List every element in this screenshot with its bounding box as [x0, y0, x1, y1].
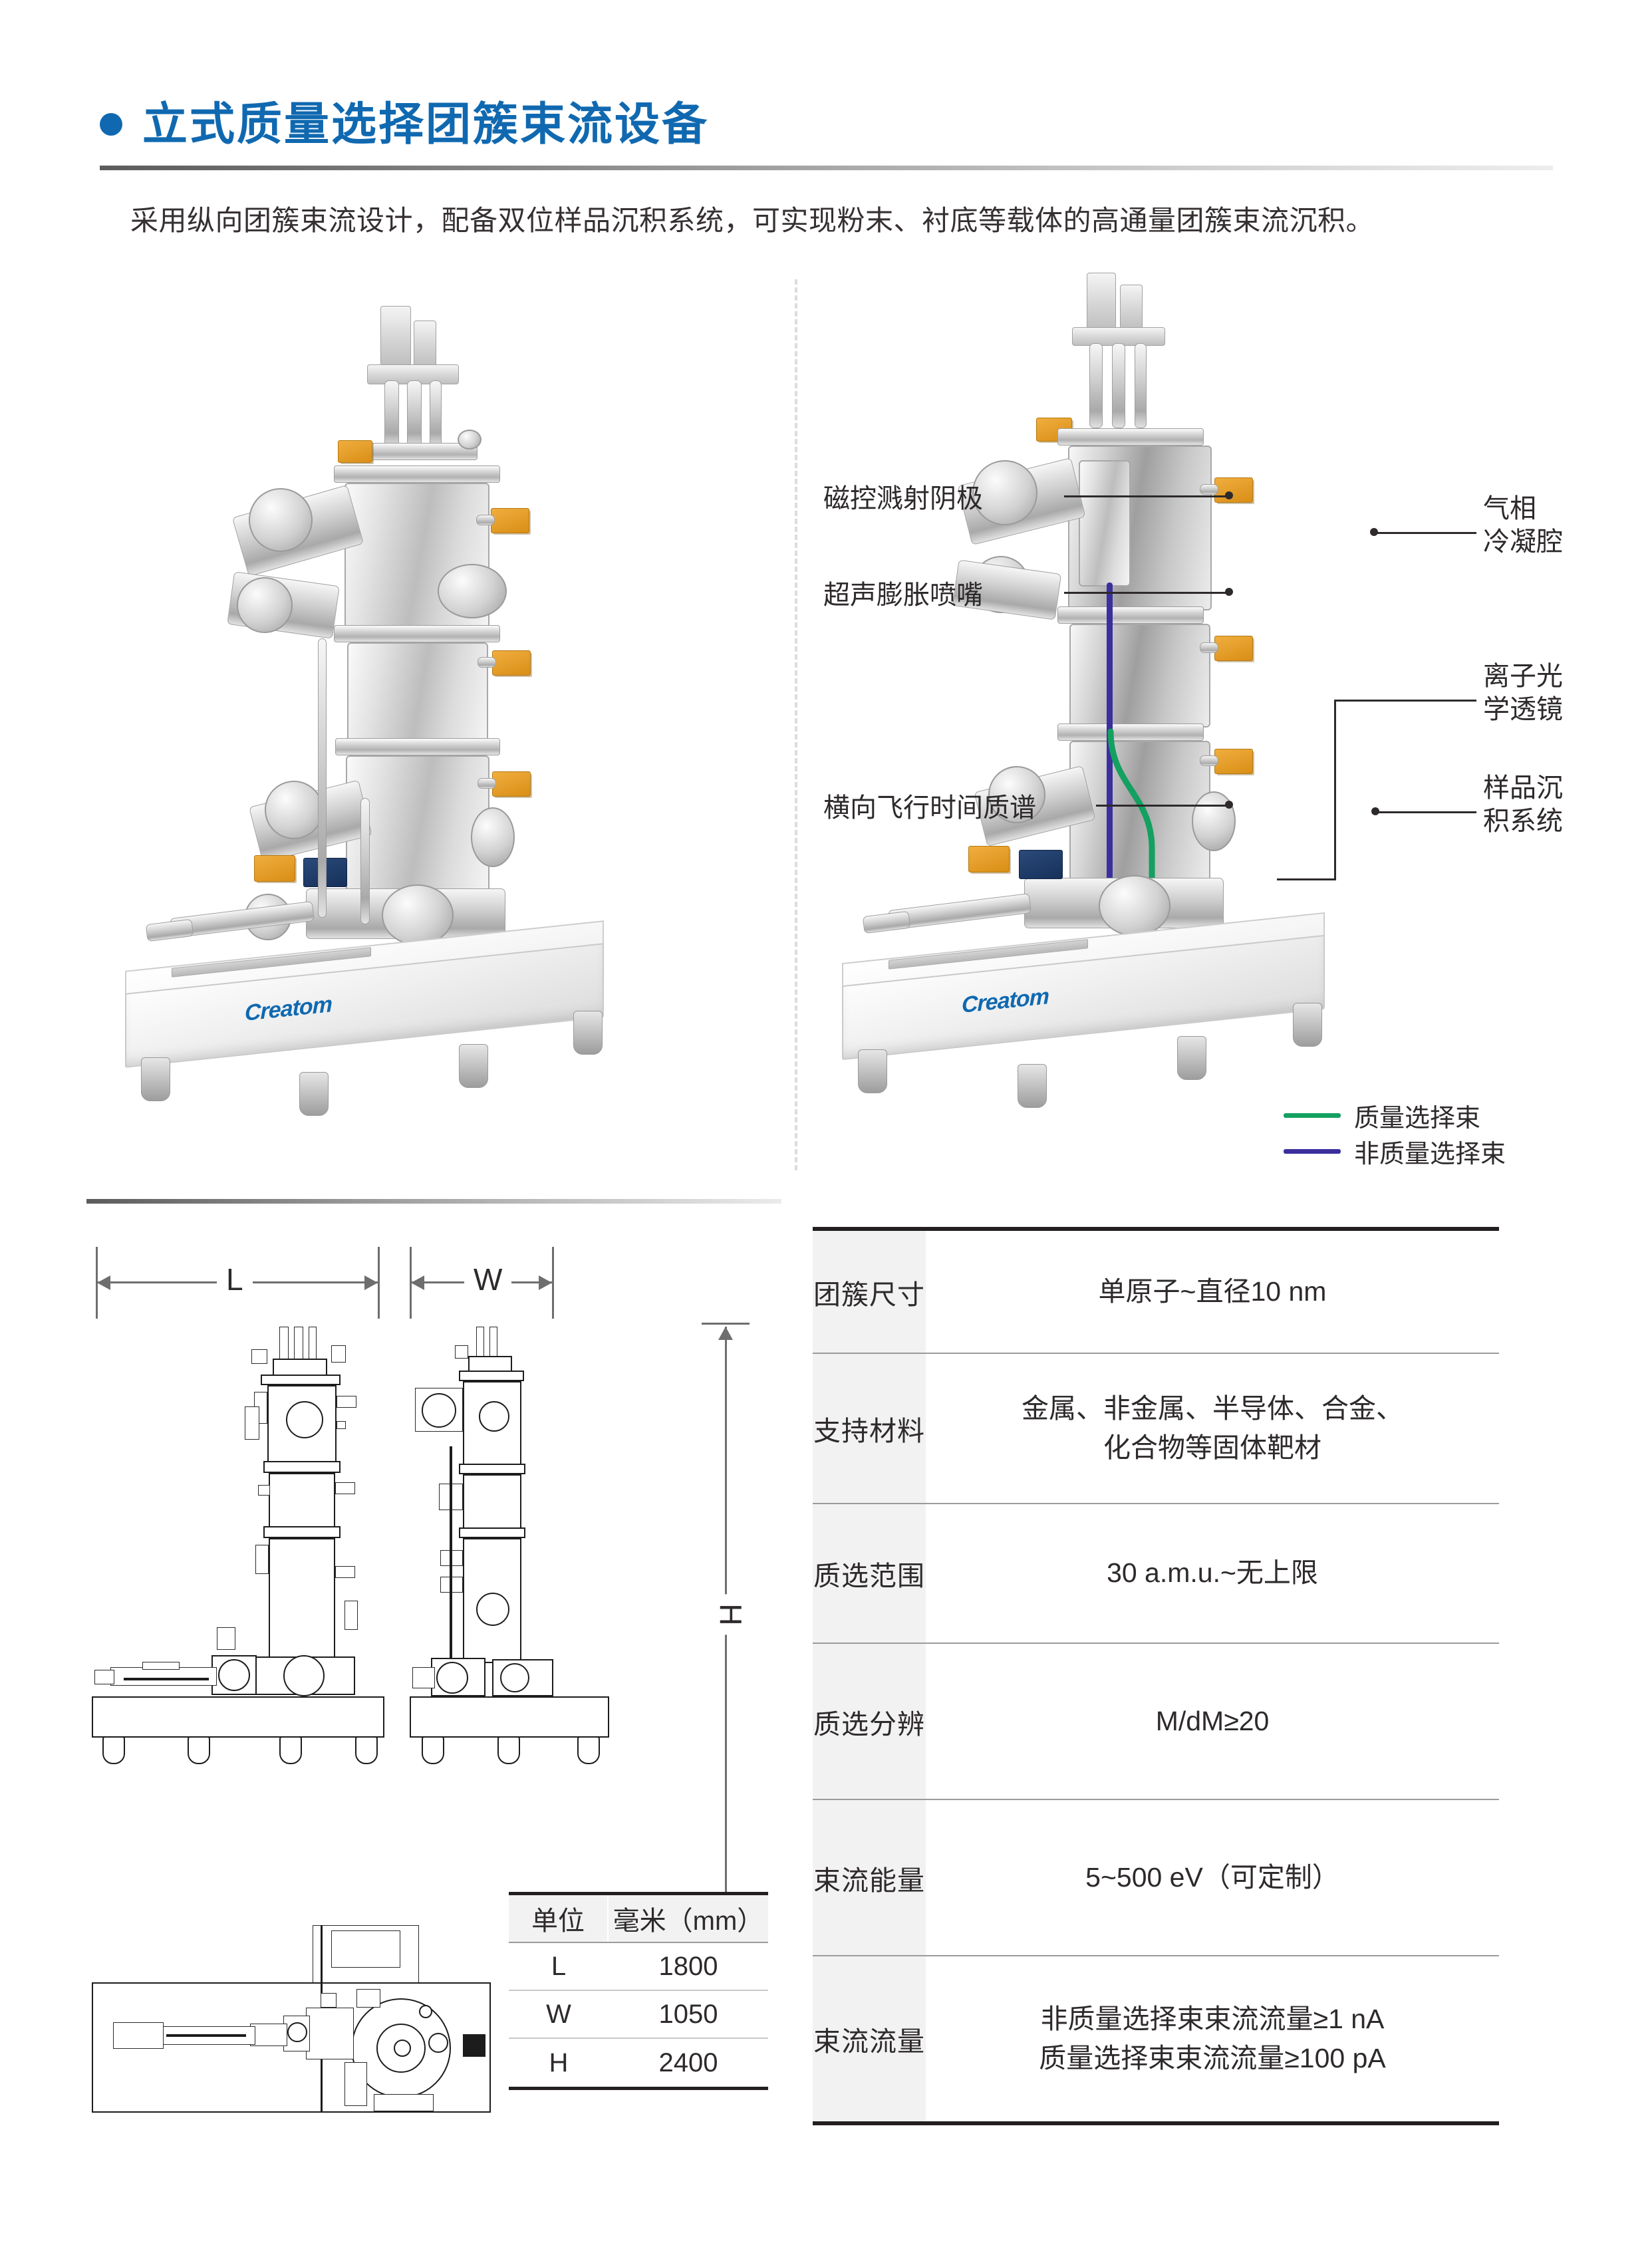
cad-front-view: [399, 1327, 692, 1912]
legend-swatch-non-mass-selected: [1284, 1148, 1341, 1154]
dim-arrow-w-left: [411, 1275, 424, 1290]
spec-key-beam-energy: 束流能量: [813, 1800, 926, 1955]
annotation-sample-deposition-line2: 积系统: [1483, 807, 1563, 836]
dimension-table: 单位 毫米（mm） L 1800 W 1050 H 2400: [509, 1892, 768, 2090]
dim-tick-w-right: [552, 1247, 554, 1319]
leader-dot-supersonic-nozzle: [1225, 588, 1233, 596]
leader-dot-sample-deposition: [1371, 807, 1379, 815]
legend-item-non-mass-selected: 非质量选择束: [1284, 1133, 1506, 1169]
cad-top-view: [86, 1925, 499, 2118]
beam-legend: 质量选择束 非质量选择束: [1284, 1097, 1506, 1169]
beam-path-mass-selected: [1107, 728, 1155, 928]
leader-line-ion-optics: [1334, 700, 1476, 702]
spec-value-beam-energy: 5~500 eV（可定制）: [1085, 1861, 1339, 1893]
spec-key-beam-flux: 束流流量: [813, 1956, 926, 2121]
leader-dot-sputtering-cathode: [1225, 491, 1233, 499]
spec-value-mass-range: 30 a.m.u.~无上限: [1107, 1557, 1318, 1589]
annotation-tof-mass-spectrometer: 横向飞行时间质谱: [823, 793, 1036, 823]
spec-row-mass-resolution: 质选分辨 M/dM≥20: [813, 1644, 1499, 1800]
spec-value-mass-resolution: M/dM≥20: [1155, 1705, 1270, 1736]
spec-value-supported-materials: 金属、非金属、半导体、合金、 化合物等固体靶材: [1022, 1392, 1403, 1463]
spec-row-beam-energy: 束流能量 5~500 eV（可定制）: [813, 1800, 1499, 1956]
spec-value-beam-flux: 非质量选择束束流流量≥1 nA 质量选择束束流流量≥100 pA: [1039, 2003, 1386, 2073]
leader-dot-tof: [1225, 801, 1233, 809]
page-subtitle: 采用纵向团簇束流设计，配备双位样品沉积系统，可实现粉末、衬底等载体的高通量团簇束…: [130, 204, 1375, 236]
dim-arrow-h-top: [718, 1327, 733, 1340]
annotation-ion-optics-lens: 离子光 学透镜: [1483, 660, 1563, 726]
photo-divider: [795, 279, 797, 1170]
dimension-row-length: L 1800: [509, 1943, 768, 1991]
annotation-gas-condensation-line1: 气相: [1483, 494, 1536, 523]
annotation-supersonic-nozzle: 超声膨胀喷嘴: [823, 581, 983, 610]
legend-item-mass-selected: 质量选择束: [1284, 1097, 1506, 1133]
dimension-value-w: 1050: [658, 1999, 718, 2029]
machine-render-cutaway: Creatom: [825, 266, 1496, 1177]
tech-panel-divider: [86, 1199, 781, 1204]
leader-line-supersonic-nozzle: [1064, 592, 1229, 594]
title-row: 立式质量选择团簇束流设备: [100, 100, 1563, 150]
spec-value-cluster-size: 单原子~直径10 nm: [1098, 1275, 1327, 1307]
legend-label-mass-selected: 质量选择束: [1354, 1104, 1481, 1132]
spec-key-cluster-size: 团簇尺寸: [813, 1231, 926, 1353]
leader-line-sample-deposition: [1377, 811, 1476, 813]
leader-line-ion-optics-vertical: [1334, 700, 1336, 880]
annotation-ion-optics-line2: 学透镜: [1483, 695, 1563, 724]
leader-dot-gas-condensation: [1370, 528, 1378, 536]
page-header: 立式质量选择团簇束流设备 采用纵向团簇束流设计，配备双位样品沉积系统，可实现粉末…: [100, 100, 1563, 239]
dim-cap-h-top: [702, 1323, 750, 1325]
annotation-sputtering-cathode: 磁控溅射阴极: [823, 484, 983, 513]
spec-row-cluster-size: 团簇尺寸 单原子~直径10 nm: [813, 1231, 1499, 1354]
spec-row-mass-range: 质选范围 30 a.m.u.~无上限: [813, 1504, 1499, 1644]
dimension-value-h: 2400: [658, 2047, 718, 2077]
dimension-header-unit: 单位: [509, 1895, 609, 1942]
dim-arrow-w-right: [539, 1275, 552, 1290]
dimension-row-height: H 2400: [509, 2039, 768, 2087]
annotation-gas-condensation-line2: 冷凝腔: [1483, 527, 1563, 557]
dim-tick-l-left: [96, 1247, 98, 1319]
beam-path-non-mass-selected: [1107, 583, 1113, 923]
product-photo-panel: Creatom: [86, 266, 1563, 1197]
dimension-symbol-l: L: [551, 1951, 567, 1981]
technical-drawing-panel: L W H: [86, 1199, 788, 2158]
dim-label-height: H: [714, 1594, 748, 1635]
specification-table: 团簇尺寸 单原子~直径10 nm 支持材料 金属、非金属、半导体、合金、 化合物…: [813, 1227, 1499, 2125]
dimension-value-l: 1800: [658, 1951, 718, 1981]
annotation-sample-deposition-line1: 样品沉: [1483, 773, 1563, 803]
spec-key-mass-range: 质选范围: [813, 1504, 926, 1643]
dimension-header-mm: 毫米（mm）: [613, 1907, 764, 1936]
dim-label-width: W: [464, 1264, 512, 1295]
annotation-sample-deposition-system: 样品沉 积系统: [1483, 771, 1563, 838]
leader-line-sputtering-cathode: [1064, 495, 1229, 497]
spec-key-mass-resolution: 质选分辨: [813, 1644, 926, 1799]
leader-line-tof-mass-spectrometer: [1096, 805, 1229, 807]
machine-render-exterior: Creatom: [106, 266, 778, 1177]
dimension-table-header: 单位 毫米（mm）: [509, 1895, 768, 1943]
spec-row-beam-flux: 束流流量 非质量选择束束流流量≥1 nA 质量选择束束流流量≥100 pA: [813, 1956, 1499, 2121]
dim-tick-w-left: [410, 1247, 412, 1319]
dimension-row-width: W 1050: [509, 1991, 768, 2039]
legend-swatch-mass-selected: [1284, 1113, 1341, 1118]
dim-arrow-l-right: [364, 1275, 378, 1290]
dimension-symbol-h: H: [549, 2047, 569, 2077]
leader-line-ion-optics-lower: [1277, 878, 1335, 880]
spec-key-supported-materials: 支持材料: [813, 1354, 926, 1503]
bullet-icon: [100, 113, 122, 136]
page-title: 立式质量选择团簇束流设备: [142, 99, 710, 150]
annotation-ion-optics-line1: 离子光: [1483, 662, 1563, 691]
legend-label-non-mass-selected: 非质量选择束: [1354, 1140, 1506, 1168]
dim-arrow-l-left: [97, 1275, 110, 1290]
title-divider: [100, 165, 1553, 170]
dimension-symbol-w: W: [546, 1999, 571, 2029]
spec-row-supported-materials: 支持材料 金属、非金属、半导体、合金、 化合物等固体靶材: [813, 1354, 1499, 1504]
dim-label-length: L: [217, 1264, 253, 1295]
leader-line-gas-condensation: [1375, 532, 1476, 534]
dim-tick-l-right: [378, 1247, 380, 1319]
cad-side-view: [86, 1327, 389, 1912]
annotation-gas-condensation-chamber: 气相 冷凝腔: [1483, 492, 1563, 559]
